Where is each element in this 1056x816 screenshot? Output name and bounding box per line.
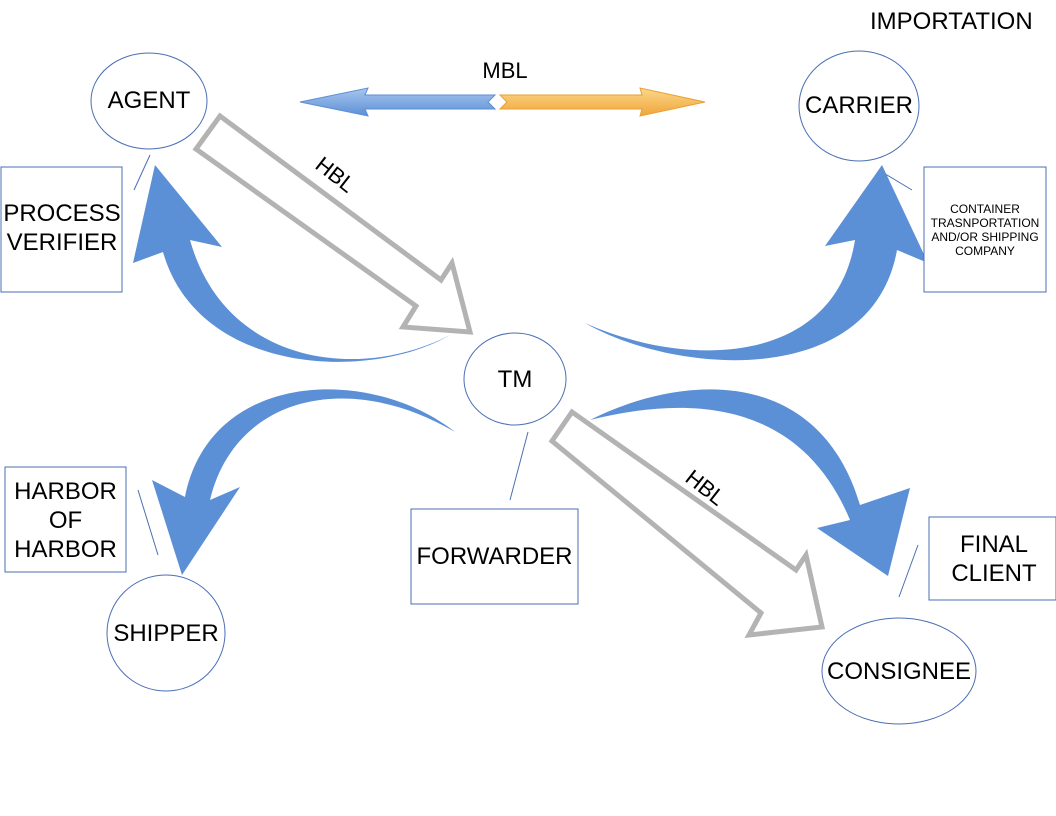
carrier-label: CARRIER [804, 92, 913, 119]
connector-shipper-harbor [137, 489, 159, 556]
diagram-title: IMPORTATION [870, 8, 1033, 35]
hbl-arrow-agent-tm [192, 112, 474, 335]
process-verifier-box [0, 166, 123, 293]
curved-arrow-tm-consignee [590, 389, 910, 576]
agent-label: AGENT [107, 87, 191, 114]
mbl-arrow-left [299, 87, 497, 117]
shipper-label: SHIPPER [113, 620, 219, 647]
harbor-label: HARBOR OF HARBOR [14, 477, 117, 563]
container-company-label: CONTAINER TRASNPORTATION AND/OR SHIPPING… [930, 202, 1040, 258]
connector-carrier-company [881, 171, 913, 191]
curved-arrow-tm-agent [133, 165, 450, 362]
connector-agent-verifier [133, 154, 151, 191]
shipper-node [106, 574, 226, 692]
connector-consignee-client [898, 544, 919, 598]
final-client-label: FINAL CLIENT [951, 530, 1037, 587]
consignee-node [821, 617, 977, 725]
tm-node [463, 332, 567, 426]
container-company-box [923, 166, 1047, 293]
process-verifier-label: PROCESS VERIFIER [3, 200, 121, 256]
forwarder-label: FORWARDER [416, 543, 573, 570]
mbl-label: MBL [482, 58, 528, 83]
hbl-arrow-tm-consignee [548, 408, 826, 639]
curved-arrow-tm-carrier [585, 165, 928, 361]
tm-label: TM [497, 366, 533, 393]
curved-arrow-tm-shipper [152, 389, 455, 575]
carrier-node [798, 50, 920, 162]
consignee-label: CONSIGNEE [826, 658, 972, 685]
mbl-arrow-right [498, 87, 706, 117]
agent-node [90, 52, 208, 150]
harbor-box [4, 466, 127, 573]
forwarder-box [410, 508, 579, 605]
connector-tm-forwarder [509, 431, 529, 501]
final-client-box [928, 516, 1056, 601]
